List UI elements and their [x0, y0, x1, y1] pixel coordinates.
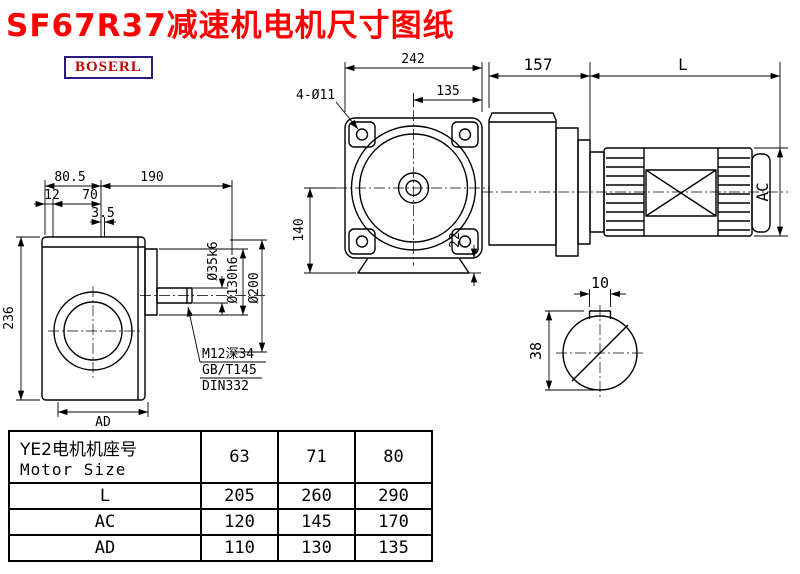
dim-135: 135: [436, 84, 459, 99]
dim-38: 38: [527, 342, 545, 360]
brand-logo: BOSERL: [64, 56, 153, 79]
table-row-AC: AC 120 145 170: [8, 508, 433, 536]
view-flange: 242 135 4-Ø11 140 22: [292, 52, 490, 286]
note-tap: M12深34: [202, 347, 254, 362]
header-label-cell: YE2电机机座号 Motor Size: [8, 430, 202, 484]
dim-80-5: 80.5: [54, 170, 85, 185]
dia-shaft-label: Ø35k6: [206, 241, 221, 280]
note-gb-standard: GB/T145: [202, 363, 257, 378]
table-cell: 120: [200, 508, 279, 536]
motor-size-table: YE2电机机座号 Motor Size 63 71 80 L 205 260 2…: [8, 430, 433, 562]
frame-size-63: 63: [200, 430, 279, 484]
header-en: Motor Size: [20, 460, 127, 479]
frame-size-80: 80: [354, 430, 433, 484]
header-cn: YE2电机机座号: [20, 440, 137, 460]
view-shaft-section: 10 38: [527, 274, 644, 399]
table-cell: 290: [354, 482, 433, 510]
table-cell: 110: [200, 534, 279, 562]
shaft-centerlines: [556, 305, 644, 399]
dim-190: 190: [140, 170, 163, 185]
frame-size-71: 71: [277, 430, 356, 484]
dim-70: 70: [82, 188, 98, 203]
table-cell: 130: [277, 534, 356, 562]
table-cell: 135: [354, 534, 433, 562]
output-centerlines: [48, 286, 268, 378]
view-side-motor: 157 L AC: [482, 55, 788, 257]
dim-3-5: 3.5: [91, 206, 114, 221]
shaft-dim-lines: [545, 289, 626, 391]
dim-AC: AC: [753, 182, 772, 201]
dim-157: 157: [524, 55, 553, 74]
brand-logo-text: BOSERL: [75, 59, 142, 75]
engineering-drawing: 80.5 190 12 70 3.5 236 AD Ø35k6 Ø130h6 Ø…: [2, 52, 788, 430]
dia-flange-label: Ø200: [247, 272, 262, 303]
dim-L: L: [678, 55, 688, 74]
row-label: L: [8, 482, 202, 510]
dia-spigot-label: Ø130h6: [226, 257, 241, 304]
flange-dim-lines: [304, 62, 483, 286]
table-row-AD: AD 110 130 135: [8, 534, 433, 562]
dim-236: 236: [2, 306, 17, 329]
dim-140: 140: [292, 218, 307, 241]
output-part-lines: [41, 236, 193, 401]
table-row-L: L 205 260 290: [8, 482, 433, 510]
dim-12: 12: [44, 188, 60, 203]
table-cell: 170: [354, 508, 433, 536]
table-header-row: YE2电机机座号 Motor Size 63 71 80: [8, 430, 433, 484]
dim-AD: AD: [95, 415, 111, 430]
page-title: SF67R37减速机电机尺寸图纸: [6, 8, 455, 44]
table-cell: 205: [200, 482, 279, 510]
dim-10: 10: [591, 274, 609, 292]
table-cell: 145: [277, 508, 356, 536]
view-output: 80.5 190 12 70 3.5 236 AD Ø35k6 Ø130h6 Ø…: [2, 170, 268, 430]
note-din-standard: DIN332: [202, 379, 249, 394]
dim-22: 22: [448, 232, 463, 248]
output-dim-lines: [16, 180, 267, 417]
row-label: AC: [8, 508, 202, 536]
motor-part-lines: [488, 112, 771, 257]
flange-centerlines: [336, 110, 490, 266]
table-cell: 260: [277, 482, 356, 510]
row-label: AD: [8, 534, 202, 562]
dim-242: 242: [401, 52, 424, 67]
motor-dim-lines: [488, 62, 788, 237]
bolt-hole-note: 4-Ø11: [296, 88, 335, 103]
